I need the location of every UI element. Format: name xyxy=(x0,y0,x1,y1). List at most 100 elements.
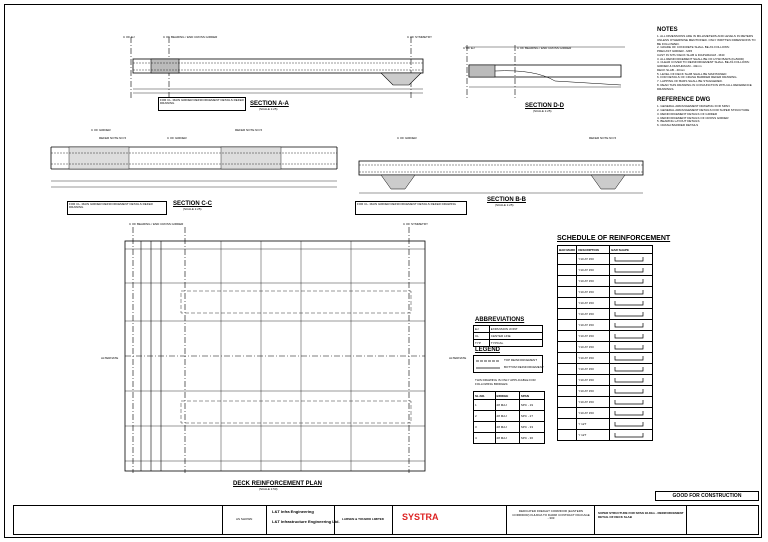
section-cc-refer-note: REFER NOTE NO.5 xyxy=(99,136,127,140)
reference-line: 6. CRASH BARRIER DETAILS xyxy=(657,123,699,127)
bar-shape-icon xyxy=(609,319,653,331)
section-cc-cl-girder-2: C OF GIRDER xyxy=(167,136,187,140)
abbreviations-heading: ABBREVIATIONS xyxy=(475,317,525,323)
schedule-header-mark: BAR MARK xyxy=(556,245,578,254)
table-row: Y10 AT 150 xyxy=(556,264,653,276)
legend-bottom-reinforcement: BOTTOM REINFORCEMENT xyxy=(504,365,544,369)
schedule-mark xyxy=(556,363,578,375)
section-dd-scale: (SCALE 1:25) xyxy=(533,109,552,113)
section-cc-title: SECTION C-C xyxy=(173,201,212,207)
note-line: DECK SLAB - 40mm xyxy=(657,67,685,72)
schedule-mark xyxy=(556,264,578,276)
section-aa-ref-note: FOR CL. MAIN GIRDER REINFORCEMENT DETAIL… xyxy=(158,97,246,111)
schedule-title: SCHEDULE OF REINFORCEMENT xyxy=(557,235,671,242)
section-bb-ref-note: FOR CL. MAIN GIRDER REINFORCEMENT DETAIL… xyxy=(355,201,467,215)
bar-shape-icon xyxy=(609,341,653,353)
bar-shape-icon xyxy=(609,253,653,265)
bar-shape-icon xyxy=(609,374,653,386)
notes-list: 1. ALL DIMENSIONS ARE IN MILLIMETERS AND… xyxy=(657,34,759,91)
legend-box: TOP REINFORCEMENT BOTTOM REINFORCEMENT xyxy=(473,355,544,373)
reference-line: 1. GENERAL ARRANGEMENT DRAWING FOR SPAN xyxy=(657,104,730,109)
bar-shape-icon xyxy=(609,352,653,364)
section-dd-cl-bearing: C OF BEARING / END CROSS GIRDER xyxy=(517,46,572,50)
note-line: 8. READ THIS DRAWING IN CONJUNCTION WITH… xyxy=(657,82,752,91)
note-line: 4. CLEAR COVER TO REINFORCEMENT SHALL BE… xyxy=(657,60,750,65)
schedule-mark xyxy=(556,374,578,386)
schedule-mark xyxy=(556,352,578,364)
bar-shape-icon xyxy=(609,308,653,320)
note-line: CAST IN SITU DECK SLAB & DIAPHRAGM - M40 xyxy=(657,52,725,57)
bar-shape-icon xyxy=(609,330,653,342)
schedule-mark xyxy=(556,429,578,441)
deck-plan-drawing xyxy=(124,227,426,473)
section-bb-drawing xyxy=(358,160,644,194)
section-cc-scale: (SCALE 1:25) xyxy=(183,207,202,211)
lt-name: LARSEN & TOUBRO LIMITED xyxy=(342,517,384,521)
lt-ie-name: L&T Infrastructure Engineering Ltd. xyxy=(272,519,340,524)
reference-line: 3. REINFORCEMENT DETAILS OF GIRDER xyxy=(657,111,718,116)
schedule-mark xyxy=(556,385,578,397)
note-line: 7. LAPPING OF BARS SHALL BE STAGGERED. xyxy=(657,79,723,83)
schedule-desc: Y10 AT 150 xyxy=(576,385,611,397)
legend-heading: LEGEND xyxy=(475,347,501,353)
as-shown-label: AS SHOWN xyxy=(236,517,253,521)
table-row: Y10 AT 150 xyxy=(556,374,653,386)
schedule-mark xyxy=(556,253,578,265)
section-aa-cl-ej: C OF EJ xyxy=(123,35,135,39)
note-line: 3. ALL REINFORCEMENT SHALL BE OF HYSD BA… xyxy=(657,56,745,61)
plan-alternate-label-2: ALTERNATE xyxy=(449,356,467,360)
section-aa-drawing xyxy=(130,37,424,99)
section-aa-title: SECTION A-A xyxy=(250,101,289,107)
table-row: Y10 AT 150 xyxy=(556,308,653,320)
section-cc-drawing xyxy=(50,146,338,188)
schedule-mark xyxy=(556,308,578,320)
table-row: Y10 AT 150 xyxy=(556,330,653,342)
notes-panel: NOTES 1. ALL DIMENSIONS ARE IN MILLIMETE… xyxy=(657,19,759,128)
schedule-mark xyxy=(556,275,578,287)
plan-cl-bearing: C OF BEARING / END CROSS GIRDER xyxy=(129,222,184,226)
schedule-mark xyxy=(556,319,578,331)
note-line: UNLESS OTHERWISE MENTIONED. ONLY WRITTEN… xyxy=(657,37,756,42)
schedule-desc: Y10 AT 150 xyxy=(576,308,611,320)
table-row: Y10 AT 150 xyxy=(556,385,653,397)
table-row: BAR MARK DESCRIPTION BAR SHAPE xyxy=(556,245,653,254)
plan-alternate-label: ALTERNATE xyxy=(101,356,119,360)
schedule-desc: Y10 AT 150 xyxy=(576,330,611,342)
systra-logo: SYSTRA xyxy=(402,512,439,522)
good-for-construction-stamp: GOOD FOR CONSTRUCTION xyxy=(655,491,759,501)
bar-shape-icon xyxy=(609,407,653,419)
schedule-mark xyxy=(556,407,578,419)
table-row: Y10 AT 150 xyxy=(556,396,653,408)
reference-line: 2. GENERAL ARRANGEMENT DETAILS FOR SUPER… xyxy=(657,108,750,112)
note-line: 2. GRADE OF CONCRETE SHALL BE AS FOLLOWS… xyxy=(657,45,730,50)
bridges-intro: THIS DRAWING IS ONLY APPLICABLE FOR FOLL… xyxy=(475,378,536,386)
note-line: 6. FOR DETAILS OF CRASH BARRIER REFER DR… xyxy=(657,75,738,80)
schedule-header-shape: BAR SHAPE xyxy=(609,245,653,254)
schedule-header-desc: DESCRIPTION xyxy=(576,245,611,254)
title-block: AS SHOWN L&T Infra Engineering L&T Infra… xyxy=(13,505,759,535)
section-cc-cl-girder-1: C OF GIRDER xyxy=(91,128,111,132)
section-bb-cl-girder: C OF GIRDER xyxy=(397,136,417,140)
bar-shape-icon xyxy=(609,264,653,276)
lt-ie-short: L&T Infra Engineering xyxy=(272,509,314,514)
section-aa-cl-symmetry: C OF SYMMETRY xyxy=(407,35,432,39)
note-line: 1. ALL DIMENSIONS ARE IN MILLIMETERS AND… xyxy=(657,34,754,38)
schedule-desc: Y10 AT 150 xyxy=(576,319,611,331)
section-dd-drawing xyxy=(465,45,625,99)
drawing-sheet: C OF EJ C OF BEARING / END CROSS GIRDER … xyxy=(4,4,762,538)
bar-shape-icon xyxy=(609,429,653,441)
schedule-desc: Y10 AT 150 xyxy=(576,297,611,309)
table-row: Y10 AT 150 xyxy=(556,319,653,331)
schedule-desc: Y 12T xyxy=(576,429,611,441)
schedule-desc: Y10 AT 150 xyxy=(576,286,611,298)
note-line: PRECAST GIRDER - M45 xyxy=(657,49,693,53)
legend-top-reinforcement: TOP REINFORCEMENT xyxy=(504,358,538,362)
table-row: Y10 AT 150 xyxy=(556,352,653,364)
schedule-mark xyxy=(556,396,578,408)
table-row: Y10 AT 150 xyxy=(556,407,653,419)
